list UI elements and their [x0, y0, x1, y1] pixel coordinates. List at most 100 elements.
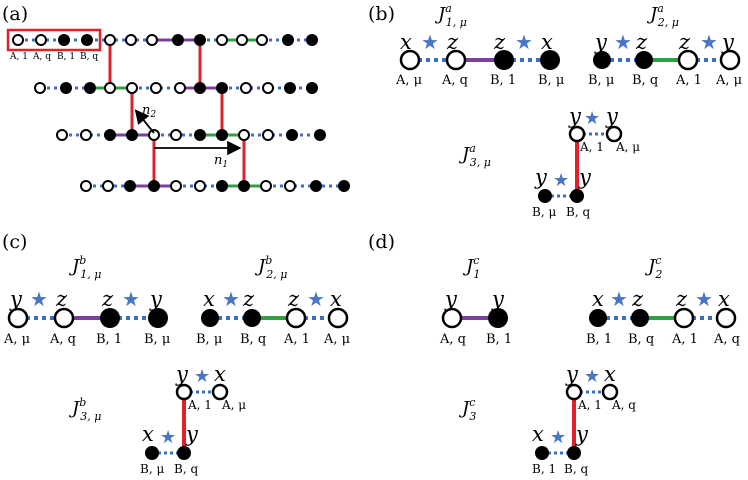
site-c2-0: B, μ [196, 332, 222, 347]
site-c2-3: A, μ [323, 332, 350, 347]
spin-b3-bot-1: y [578, 165, 592, 189]
spin-c3-top-0: y [175, 362, 189, 386]
site-b1-2: B, 1 [490, 73, 516, 88]
star-icon: ★ [194, 366, 210, 387]
site-b2-3: A, μ [715, 73, 742, 88]
site-b3-top-0: A, 1 [579, 140, 604, 154]
site-d2-0: B, 1 [586, 332, 612, 347]
site-c1-2: B, 1 [96, 332, 122, 347]
panel-label-c: (c) [2, 231, 27, 253]
panel-label-a: (a) [2, 3, 28, 25]
site-b3-top-1: A, μ [615, 140, 640, 154]
site-c3-bot-1: B, q [174, 462, 198, 476]
spin-b2-1: z [635, 30, 648, 54]
spin-b1-3: x [541, 30, 553, 54]
spin-b3-bot-0: y [534, 165, 548, 189]
spin-d3-top-1: x [604, 362, 616, 386]
spin-d2-3: x [718, 287, 730, 311]
site-d1-1: B, 1 [486, 332, 512, 347]
spin-c2-2: z [287, 287, 300, 311]
spin-c1-2: z [101, 287, 114, 311]
site-b2-2: A, 1 [675, 73, 702, 88]
site-c1-3: B, μ [144, 332, 170, 347]
spin-d3-bot-0: x [532, 422, 544, 446]
spin-d2-0: x [592, 287, 604, 311]
star-icon: ★ [122, 287, 140, 311]
site-label-aq: A, q [32, 52, 51, 62]
spin-d2-2: z [675, 287, 688, 311]
spin-d1-0: y [444, 287, 458, 311]
panel-label-d: (d) [368, 231, 395, 253]
site-d3-top-0: A, 1 [577, 398, 602, 412]
vector-n1-label: n1 [214, 153, 228, 170]
star-icon: ★ [421, 30, 439, 54]
star-icon: ★ [553, 170, 569, 191]
spin-b3-top-0: y [568, 104, 582, 128]
site-b1-1: A, q [441, 73, 468, 88]
star-icon: ★ [700, 30, 718, 54]
spin-c2-1: z [242, 287, 255, 311]
site-b3-bot-1: B, q [566, 205, 590, 219]
site-c3-top-1: A, μ [221, 398, 246, 412]
spin-b2-0: y [594, 30, 608, 54]
star-icon: ★ [614, 30, 632, 54]
spin-c3-bot-0: x [142, 422, 154, 446]
spin-b2-3: y [721, 30, 735, 54]
spin-b2-2: z [678, 30, 691, 54]
site-label-b1: B, 1 [57, 52, 75, 62]
site-d3-bot-1: B, q [564, 462, 588, 476]
site-c2-2: A, 1 [283, 332, 310, 347]
spin-d2-1: z [631, 287, 644, 311]
site-c2-1: B, q [240, 332, 266, 347]
spin-c1-0: y [9, 287, 23, 311]
site-c3-bot-0: B, μ [140, 462, 164, 476]
star-icon: ★ [30, 287, 48, 311]
vector-n2-arrow [134, 109, 155, 134]
site-b1-0: A, μ [395, 73, 422, 88]
star-icon: ★ [550, 427, 566, 448]
vector-n2-label: n2 [142, 103, 156, 120]
site-b2-1: B, q [632, 73, 658, 88]
site-b1-3: B, μ [538, 73, 564, 88]
site-c1-0: A, μ [3, 332, 30, 347]
spin-d1-1: y [491, 287, 505, 311]
spin-c3-bot-1: y [185, 422, 199, 446]
site-label-bq: B, q [80, 52, 98, 62]
star-icon: ★ [695, 287, 713, 311]
site-d3-top-1: A, q [611, 398, 636, 412]
spin-d3-bot-1: y [575, 422, 589, 446]
star-icon: ★ [307, 287, 325, 311]
spin-c1-1: z [55, 287, 68, 311]
site-c1-1: A, q [49, 332, 76, 347]
star-icon: ★ [222, 287, 240, 311]
site-c3-top-0: A, 1 [187, 398, 212, 412]
site-b3-bot-0: B, μ [532, 205, 556, 219]
site-d2-3: A, q [713, 332, 740, 347]
star-icon: ★ [584, 366, 600, 387]
star-icon: ★ [610, 287, 628, 311]
site-label-a1: A, 1 [9, 52, 28, 62]
spin-b1-2: z [493, 30, 506, 54]
site-d1-0: A, q [439, 332, 466, 347]
panel-label-b: (b) [368, 3, 395, 25]
site-b2-0: B, μ [588, 73, 614, 88]
spin-b1-1: z [446, 30, 459, 54]
spin-b3-top-1: y [605, 104, 619, 128]
spin-d3-top-0: y [565, 362, 579, 386]
star-icon: ★ [584, 108, 600, 129]
star-icon: ★ [515, 30, 533, 54]
spin-c1-3: y [149, 287, 163, 311]
spin-c2-0: x [203, 287, 215, 311]
unit-cell-highlight-box [6, 28, 102, 52]
